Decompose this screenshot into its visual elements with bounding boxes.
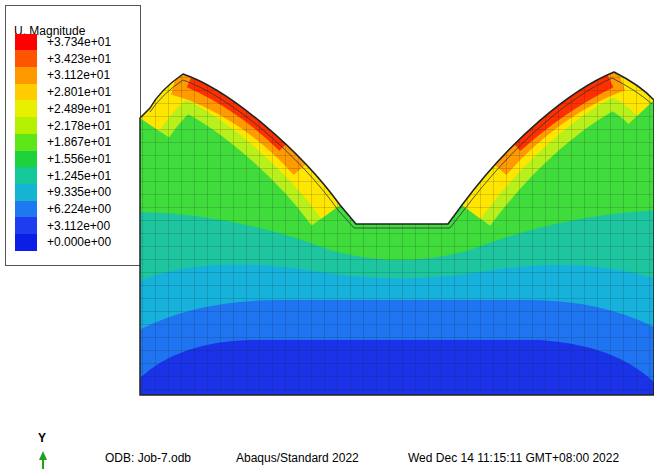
legend-value: +3.423e+01 <box>47 52 111 66</box>
odb-info: Wed Dec 14 11:15:11 GMT+08:00 2022 <box>408 451 619 465</box>
legend-swatch <box>15 201 37 218</box>
legend-swatch <box>15 184 37 201</box>
legend-value: +3.112e+01 <box>47 68 110 82</box>
surface-line <box>150 78 652 228</box>
legend-value: +3.734e+01 <box>47 35 111 49</box>
legend-value: +2.489e+01 <box>47 102 111 116</box>
legend-value: +2.178e+01 <box>47 119 111 133</box>
legend-frame <box>6 6 141 266</box>
legend-value: +3.112e+00 <box>47 219 110 233</box>
odb-info: ODB: Job-7.odb <box>105 451 191 465</box>
legend-swatch <box>15 134 37 151</box>
legend-swatch <box>15 151 37 168</box>
odb-info: Abaqus/Standard 2022 <box>236 451 359 465</box>
legend-swatch <box>15 100 37 117</box>
legend-swatch <box>15 167 37 184</box>
legend-value: +1.867e+01 <box>47 135 111 149</box>
axis-triad <box>39 451 47 469</box>
legend-swatch <box>15 34 37 51</box>
legend-value: +1.245e+01 <box>47 169 111 183</box>
legend-swatch <box>15 117 37 134</box>
legend-swatch <box>15 50 37 67</box>
legend-swatch <box>15 217 37 234</box>
legend-value: +0.000e+00 <box>47 235 111 249</box>
legend-value: +1.556e+01 <box>47 152 111 166</box>
axis-label: Y <box>38 431 46 445</box>
legend-value: +2.801e+01 <box>47 85 111 99</box>
part-outline <box>140 72 654 395</box>
legend-value: +9.335e+00 <box>47 185 111 199</box>
deformed-part <box>130 0 654 400</box>
legend-swatch <box>15 84 37 101</box>
legend-swatch <box>15 234 37 251</box>
legend-swatch <box>15 67 37 84</box>
legend-value: +6.224e+00 <box>47 202 111 216</box>
